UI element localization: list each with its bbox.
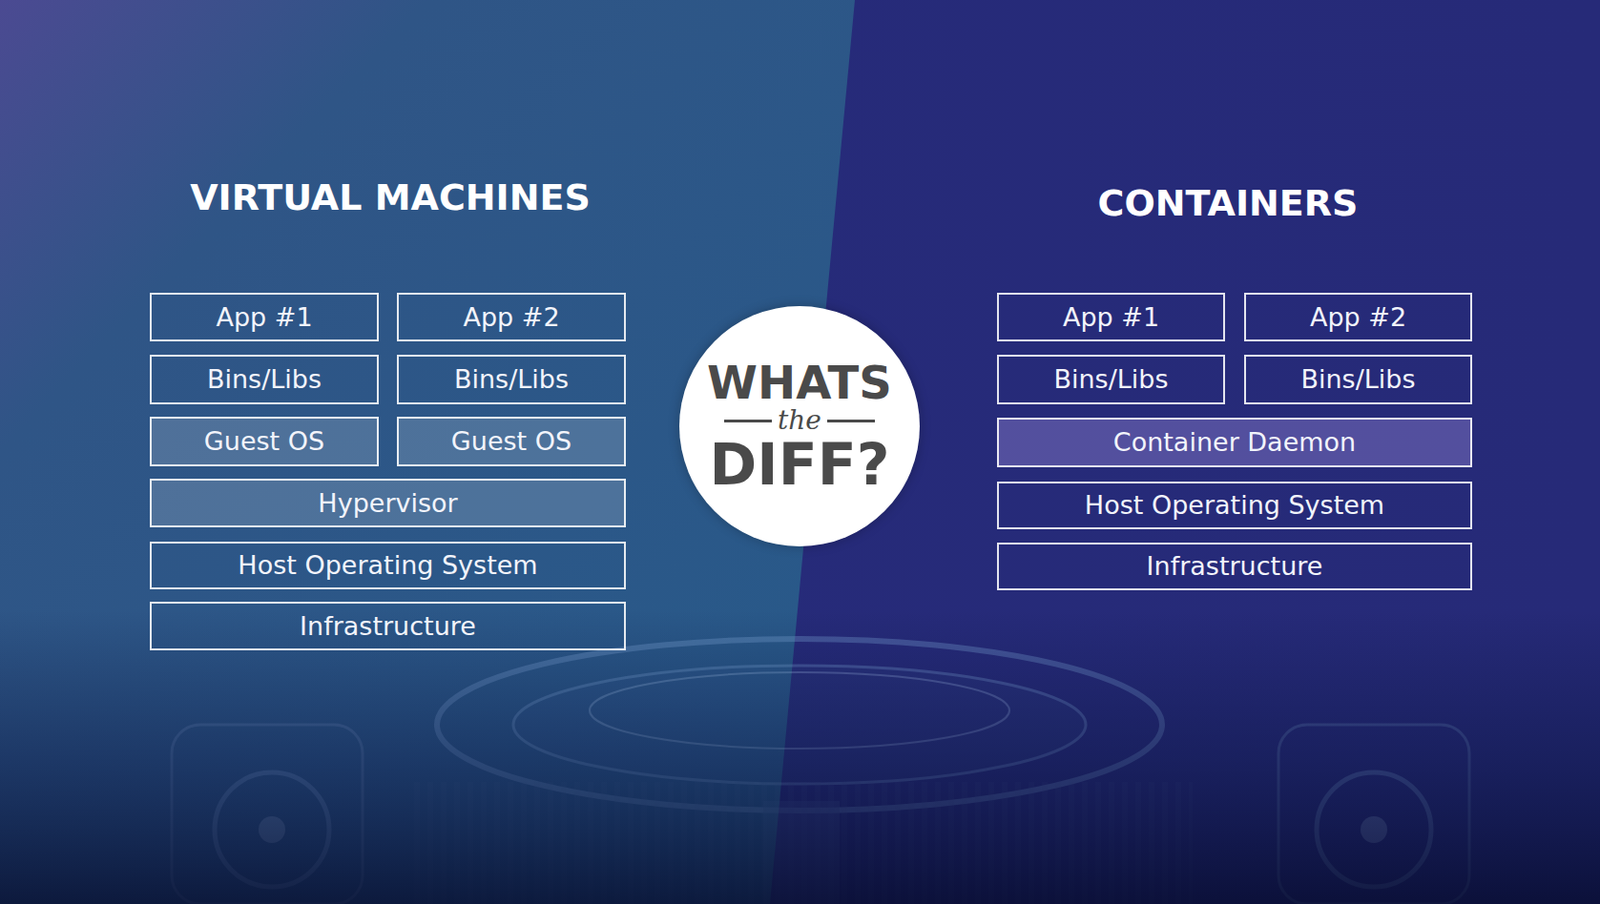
section-heading: VIRTUAL MACHINES xyxy=(189,176,591,219)
title-circle: WHATStheDIFF? xyxy=(679,306,920,547)
layer-box: Host Operating System xyxy=(997,481,1473,530)
layer-label: App #2 xyxy=(462,303,560,333)
layer-box: Bins/Libs xyxy=(149,354,379,405)
layer-label: App #1 xyxy=(215,303,312,333)
layer-box: Infrastructure xyxy=(149,602,626,651)
layer-label: Infrastructure xyxy=(1146,552,1324,582)
layer-label: Guest OS xyxy=(204,427,325,457)
layer-label: App #2 xyxy=(1309,303,1407,333)
layer-box: App #2 xyxy=(1244,292,1473,342)
title-text: DIFF? xyxy=(709,436,891,494)
layer-box: App #1 xyxy=(997,292,1226,342)
bottom-shade xyxy=(0,610,1600,904)
layer-box: Guest OS xyxy=(149,416,379,467)
section-heading: CONTAINERS xyxy=(1098,182,1359,225)
layer-label: Host Operating System xyxy=(237,551,538,581)
layer-label: Bins/Libs xyxy=(1053,365,1168,395)
layer-label: Host Operating System xyxy=(1084,491,1385,520)
layer-box: App #1 xyxy=(149,292,379,342)
layer-label: Bins/Libs xyxy=(454,365,569,395)
layer-label: Infrastructure xyxy=(299,612,477,642)
layer-label: Bins/Libs xyxy=(1300,365,1415,395)
layer-box: Host Operating System xyxy=(149,541,626,590)
layer-box: Container Daemon xyxy=(997,417,1473,468)
layer-label: Hypervisor xyxy=(317,489,458,519)
title-text: WHATS xyxy=(706,359,893,406)
layer-box: Guest OS xyxy=(396,416,626,467)
layer-label: Bins/Libs xyxy=(207,365,322,395)
layer-label: Container Daemon xyxy=(1113,428,1356,458)
layer-box: Bins/Libs xyxy=(396,354,626,405)
layer-label: Guest OS xyxy=(451,427,572,457)
layer-box: Hypervisor xyxy=(149,478,626,528)
layer-box: App #2 xyxy=(396,292,626,342)
layer-label: App #1 xyxy=(1062,303,1160,333)
layer-box: Bins/Libs xyxy=(1244,354,1473,405)
title-text: the xyxy=(724,407,875,435)
layer-box: Bins/Libs xyxy=(997,354,1226,405)
layer-box: Infrastructure xyxy=(997,542,1473,591)
